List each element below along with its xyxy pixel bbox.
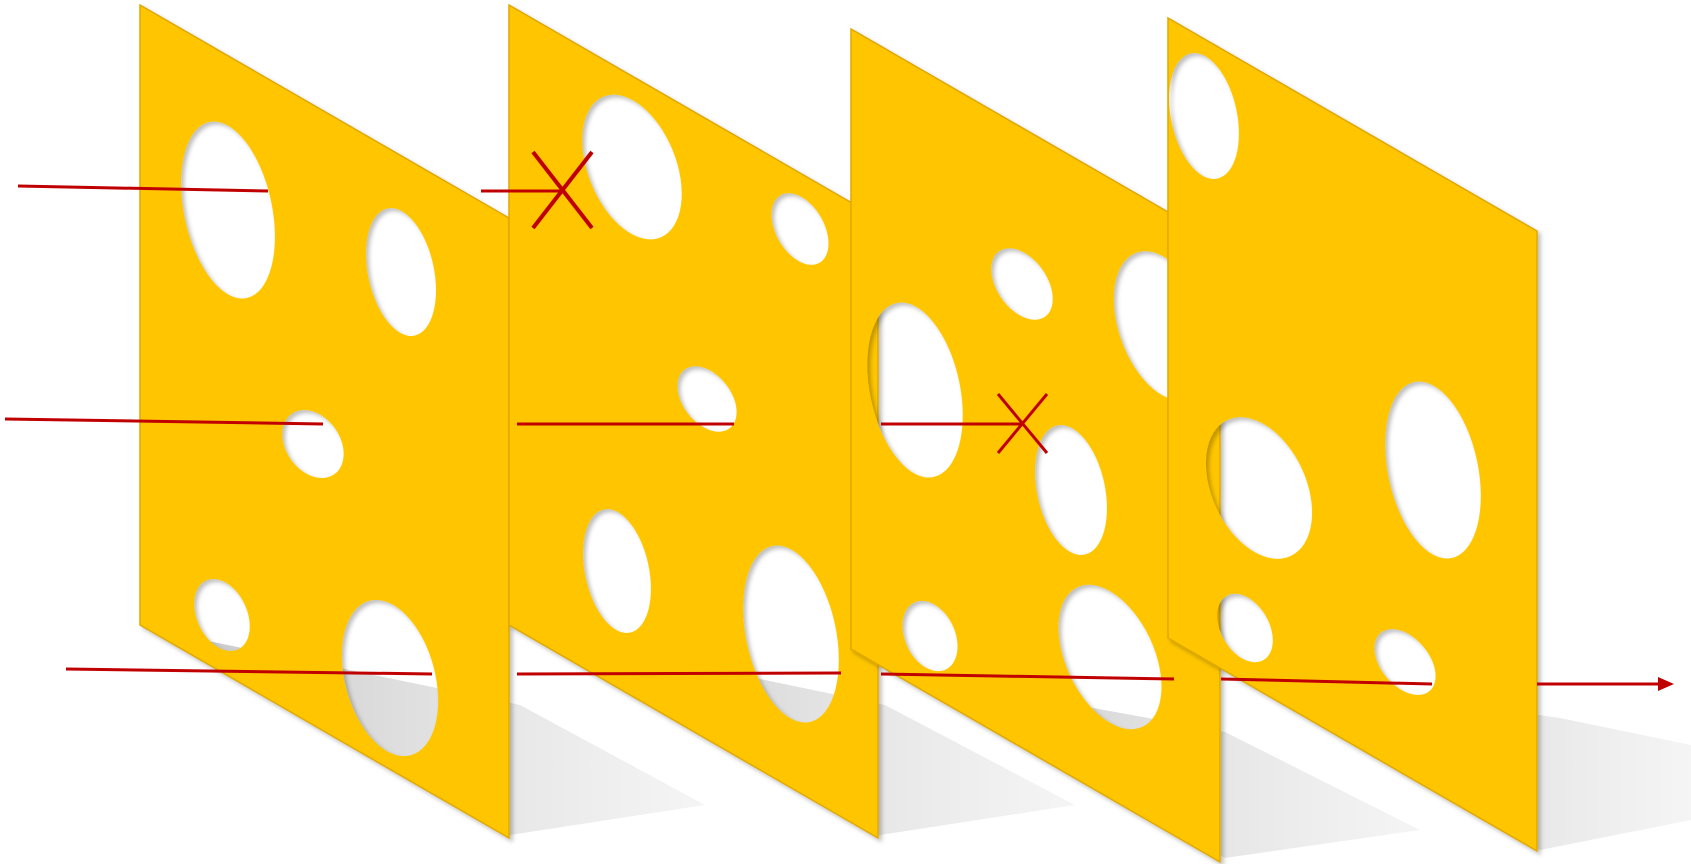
cheese-slice-2 bbox=[509, 5, 878, 838]
arrow-head-icon bbox=[1658, 677, 1674, 691]
trajectory-3-segment-b bbox=[517, 673, 841, 674]
slice-2-body bbox=[509, 5, 878, 838]
slice-4-body bbox=[1168, 18, 1537, 851]
cheese-slice-4 bbox=[1168, 18, 1537, 851]
